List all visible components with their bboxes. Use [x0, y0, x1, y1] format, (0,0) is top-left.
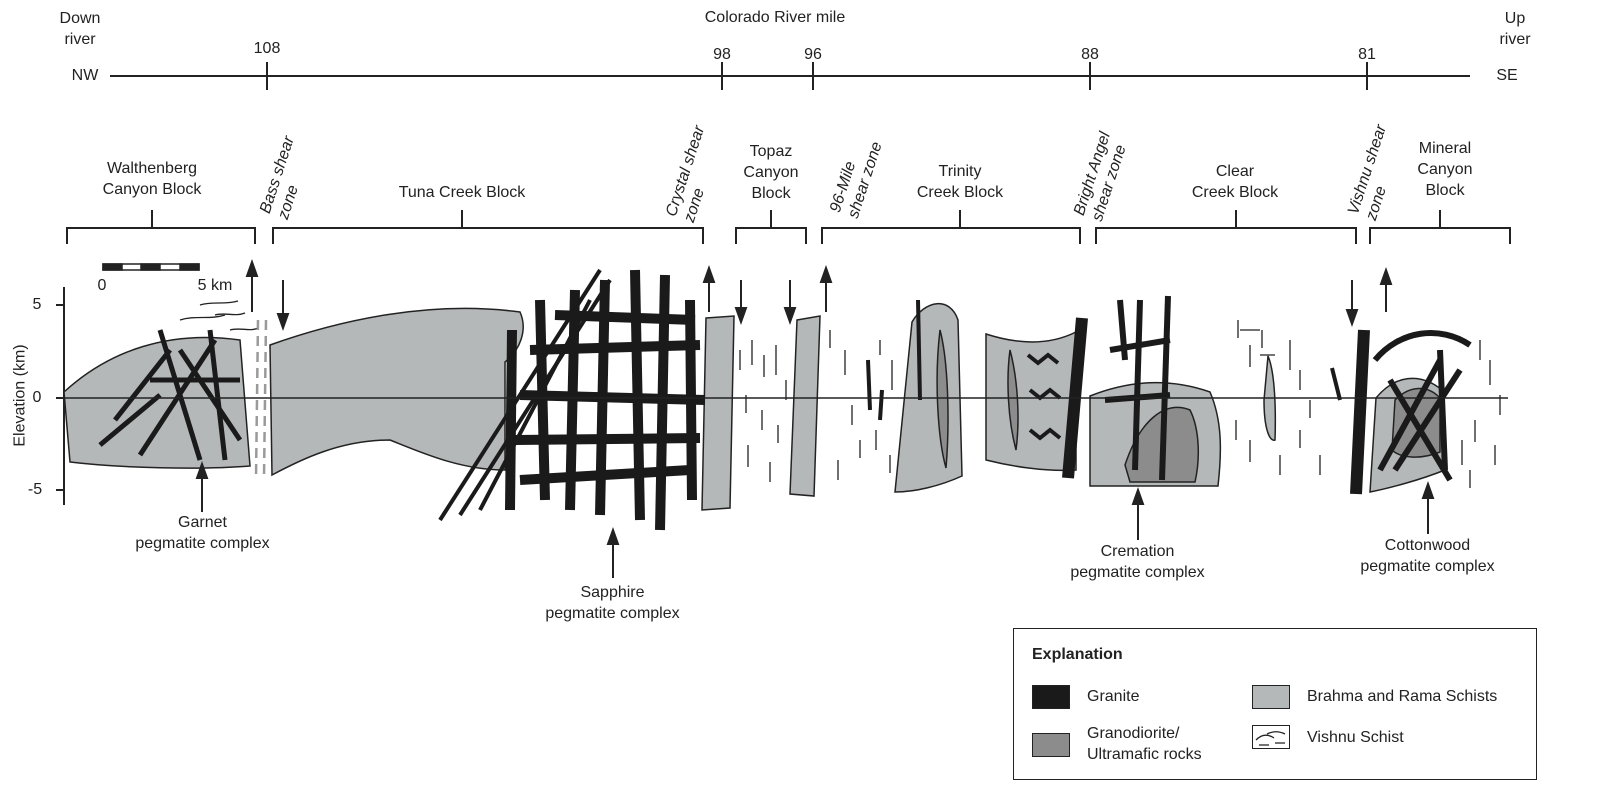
legend-vishnu-label: Vishnu Schist	[1307, 729, 1404, 746]
swatch-vishnu	[1252, 725, 1290, 749]
tick-0: 0	[32, 389, 42, 406]
downriver-label: Down river	[59, 10, 101, 48]
legend-box: Explanation Granite Granodiorite/ Ultram…	[1013, 628, 1537, 780]
complex-cremation: Cremation pegmatite complex	[1070, 543, 1205, 581]
river-mile-axis	[110, 62, 1470, 90]
tick-minus-5: -5	[27, 481, 43, 498]
vishnu-schist-foliation	[179, 300, 1501, 488]
bass-shear-zone	[254, 319, 268, 479]
swatch-granodiorite	[1032, 733, 1070, 757]
block-clear-creek: Clear Creek Block	[1191, 163, 1279, 201]
elevation-axis	[56, 287, 65, 505]
vishnu-swatch-pattern-icon	[1255, 731, 1286, 746]
complex-garnet: Garnet pegmatite complex	[135, 514, 270, 552]
mile-81: 81	[1358, 46, 1376, 63]
scale-start: 0	[97, 277, 107, 294]
upriver-label: Up river	[1499, 10, 1531, 48]
river-axis-title: Colorado River mile	[704, 9, 846, 26]
shear-sense-arrows	[245, 259, 1393, 331]
block-walthenberg: Walthenberg Canyon Block	[102, 160, 202, 198]
block-tuna-creek: Tuna Creek Block	[398, 184, 526, 201]
complex-pointer-arrows	[195, 461, 1435, 578]
legend-brahma-label: Brahma and Rama Schists	[1307, 688, 1498, 705]
scale-end: 5 km	[197, 277, 233, 294]
block-topaz-canyon: Topaz Canyon Block	[743, 143, 799, 202]
mile-96: 96	[804, 46, 822, 63]
scale-bar	[102, 263, 200, 271]
mile-88: 88	[1081, 46, 1099, 63]
block-brackets	[66, 210, 1511, 244]
nw-label: NW	[71, 67, 99, 84]
se-label: SE	[1496, 67, 1518, 84]
block-mineral-canyon: Mineral Canyon Block	[1417, 140, 1473, 199]
swatch-brahma-rama	[1252, 685, 1290, 709]
mile-108: 108	[253, 40, 281, 57]
mile-98: 98	[713, 46, 731, 63]
block-trinity-creek: Trinity Creek Block	[916, 163, 1004, 201]
legend-title: Explanation	[1032, 646, 1123, 663]
legend-granite-label: Granite	[1087, 688, 1140, 705]
tick-5: 5	[32, 296, 42, 313]
complex-cottonwood: Cottonwood pegmatite complex	[1360, 537, 1495, 575]
complex-sapphire: Sapphire pegmatite complex	[545, 584, 680, 622]
legend-granodiorite-label: Granodiorite/ Ultramafic rocks	[1087, 725, 1202, 763]
swatch-granite	[1032, 685, 1070, 709]
